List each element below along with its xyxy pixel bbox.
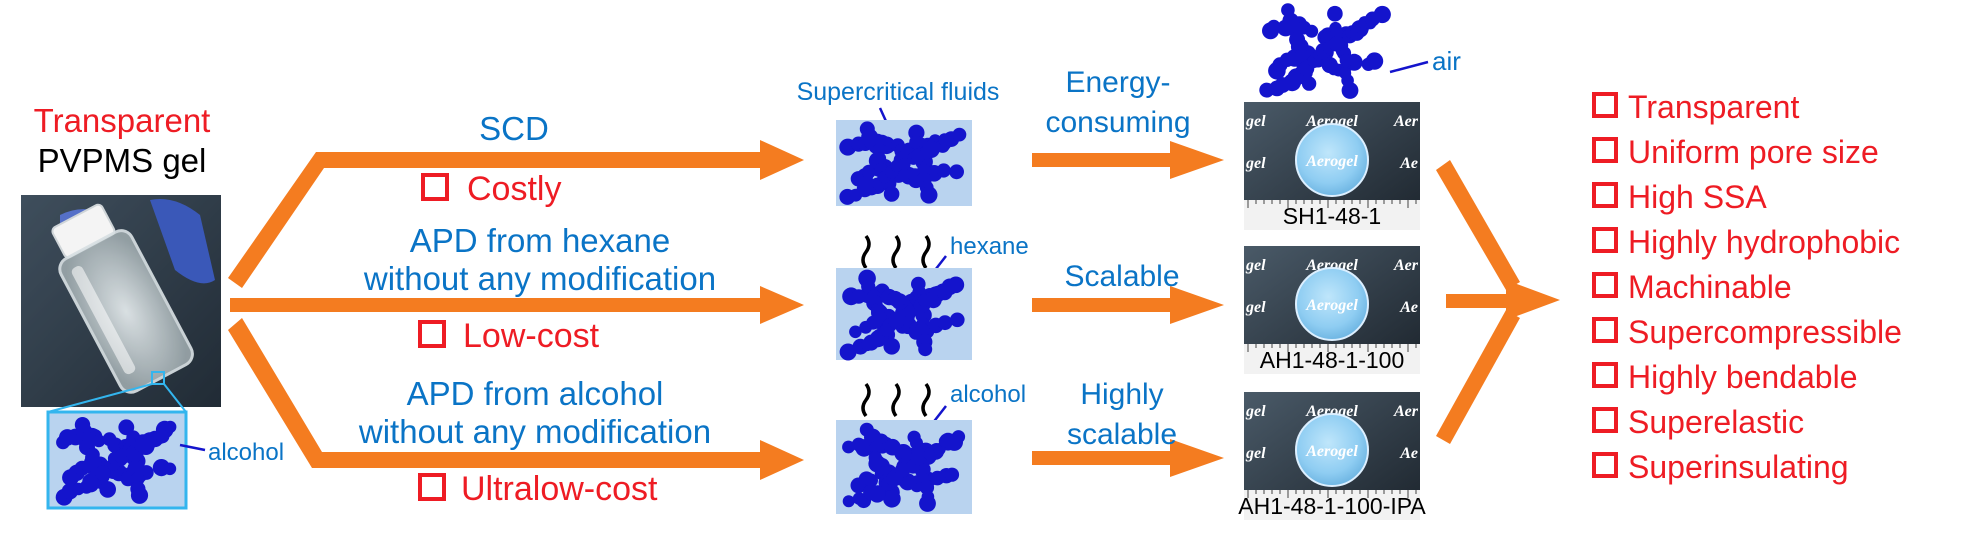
square-outline-icon: [1592, 182, 1618, 208]
sample-photo-text: Ae: [1399, 155, 1418, 172]
property-item: Superelastic: [1628, 404, 1804, 440]
square-outline-icon: [1592, 452, 1618, 478]
route-alcohol-label-line2: without any modification: [358, 413, 711, 450]
alcohol-molecules-icon: [861, 382, 931, 418]
zoom-line-right: [163, 383, 187, 413]
sample-photo-text: gel: [1245, 257, 1266, 274]
sample-id: AH1-48-1-100: [1260, 347, 1404, 373]
step-arrows: [1032, 141, 1224, 477]
sample-photo-text: gel: [1245, 113, 1266, 130]
supercritical-fluids-label: Supercritical fluids: [797, 78, 1000, 106]
highly-scalable-line1: Highly: [1080, 378, 1163, 411]
square-outline-icon: [1592, 362, 1618, 388]
property-item: Machinable: [1628, 269, 1792, 305]
property-item: Highly hydrophobic: [1628, 224, 1900, 260]
route-alcohol-cost: Ultralow-cost: [461, 470, 658, 508]
alcohol-label: alcohol: [950, 381, 1026, 408]
gel-inset-network: [46, 410, 188, 510]
square-outline-icon: [1592, 407, 1618, 433]
square-outline-icon: [1592, 92, 1618, 118]
sample-photo-text: Aer: [1393, 257, 1419, 274]
property-item: Highly bendable: [1628, 359, 1858, 395]
air-label: air: [1432, 46, 1461, 76]
gel-title-line2: PVPMS gel: [38, 142, 207, 179]
converging-arrows: [1436, 160, 1560, 444]
sample-id: AH1-48-1-100-IPA: [1238, 493, 1426, 519]
hexane-molecules-icon: [861, 234, 931, 270]
route-scd-cost: Costly: [467, 170, 561, 208]
network-air: [1259, 3, 1391, 99]
square-outline-icon: [1592, 137, 1618, 163]
sample-photo-text: gel: [1245, 299, 1266, 316]
square-outline-icon: [418, 473, 446, 501]
inset-alcohol-label: alcohol: [208, 439, 284, 466]
sample-photo-center-text: Aerogel: [1305, 153, 1358, 170]
property-item: Uniform pore size: [1628, 134, 1879, 170]
zoom-line-left: [47, 383, 153, 413]
route-hexane-cost: Low-cost: [463, 317, 600, 355]
property-item: Supercompressible: [1628, 314, 1902, 350]
route-alcohol-label-line1: APD from alcohol: [407, 375, 664, 412]
sample-photo-text: gel: [1245, 155, 1266, 172]
route-scd-label: SCD: [479, 110, 549, 147]
property-item: Transparent: [1628, 89, 1799, 125]
square-outline-icon: [1592, 272, 1618, 298]
sample-photo-center-text: Aerogel: [1305, 297, 1358, 314]
square-outline-icon: [1592, 317, 1618, 343]
hexane-label: hexane: [950, 233, 1029, 260]
gel-bottle-photo: [21, 195, 221, 407]
route-hexane-label-line1: APD from hexane: [410, 222, 670, 259]
air-pointer: [1389, 60, 1429, 74]
sample-id: SH1-48-1: [1283, 203, 1381, 229]
square-outline-icon: [1592, 227, 1618, 253]
network-scd: [836, 120, 972, 206]
sample-photo-text: Aer: [1393, 403, 1419, 420]
property-item: High SSA: [1628, 179, 1767, 215]
gel-title-line1: Transparent: [34, 102, 211, 139]
sample-photo-center-text: Aerogel: [1305, 443, 1358, 460]
sample-photo-text: Aer: [1393, 113, 1419, 130]
scalable-label: Scalable: [1064, 260, 1179, 293]
route-arrows: [228, 140, 804, 480]
sample-photo-text: gel: [1245, 445, 1266, 462]
network-alcohol: [836, 420, 972, 514]
square-outline-icon: [421, 173, 449, 201]
network-hexane: [836, 268, 972, 361]
property-item: Superinsulating: [1628, 449, 1849, 485]
sample-photo-text: Ae: [1399, 445, 1418, 462]
alcohol-pointer: [179, 443, 206, 452]
route-hexane-label-line2: without any modification: [363, 260, 716, 297]
energy-consuming-line1: Energy-: [1065, 66, 1170, 99]
energy-consuming-line2: consuming: [1045, 106, 1190, 139]
sample-photo-text: gel: [1245, 403, 1266, 420]
highly-scalable-line2: scalable: [1067, 418, 1177, 451]
sample-photo-text: Ae: [1399, 299, 1418, 316]
square-outline-icon: [418, 320, 446, 348]
